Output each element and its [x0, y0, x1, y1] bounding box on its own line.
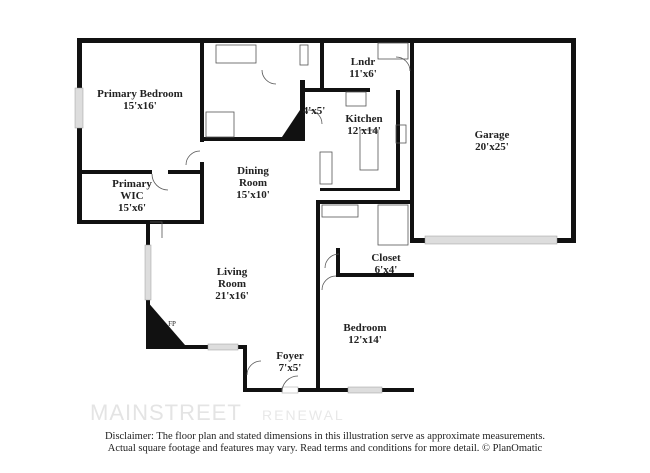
room-dims: 21'x16'	[215, 290, 249, 302]
watermark-logo: MAINSTREET	[90, 400, 242, 425]
room-dims: 15'x10'	[236, 189, 270, 201]
room-name: Lndr	[350, 56, 376, 68]
room-name: Kitchen	[345, 113, 383, 125]
room-name: Primary Bedroom	[97, 88, 183, 100]
room-name: Closet	[371, 252, 401, 264]
room-name: Primary WIC	[112, 178, 152, 202]
room-dims: 7'x5'	[278, 362, 302, 374]
room-dims: 6'x4'	[374, 264, 398, 276]
room-name: Garage	[474, 129, 510, 141]
walls	[77, 38, 576, 392]
room-name: Bedroom	[343, 322, 387, 334]
room-name: Dining Room	[237, 165, 269, 189]
watermark-logo-sub: RENEWAL	[262, 407, 345, 423]
disclaimer-line-1: Disclaimer: The floor plan and stated di…	[104, 431, 546, 442]
room-label-pantry: 4'x5'	[303, 105, 326, 117]
room-dims: 11'x6'	[349, 68, 377, 80]
room-dims: 15'x6'	[117, 202, 147, 214]
room-dims: 4'x5'	[302, 105, 326, 117]
disclaimer: Disclaimer: The floor plan and stated di…	[0, 431, 650, 455]
fixtures	[150, 42, 411, 393]
room-dims: 20'x25'	[475, 141, 509, 153]
room-name: Foyer	[276, 350, 304, 362]
room-dims: 12'x14'	[348, 334, 382, 346]
disclaimer-line-2: Actual square footage and features may v…	[107, 443, 543, 454]
room-dims: 15'x16'	[123, 100, 157, 112]
room-name: Living Room	[216, 266, 248, 290]
windows	[74, 87, 558, 394]
room-dims: 12'x14'	[347, 125, 381, 137]
fireplace-label: FP	[168, 320, 176, 328]
